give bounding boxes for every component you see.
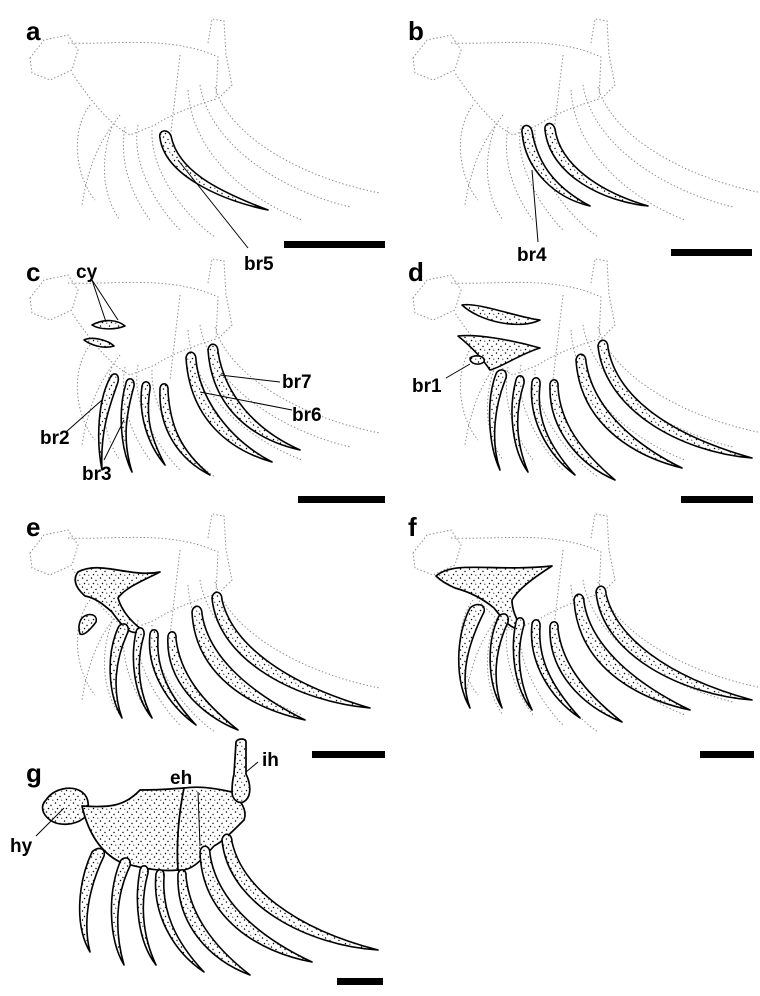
leader-br2 (66, 400, 102, 432)
panel-e: e (26, 512, 385, 758)
label-eh: eh (170, 768, 192, 789)
panel-f: f (408, 512, 760, 758)
label-br5: br5 (244, 254, 274, 275)
panel-letter-c: c (26, 257, 40, 287)
ceratohyal-upper-d (462, 305, 540, 325)
panel-letter-f: f (408, 512, 417, 542)
branchiostegal-ray-3 (121, 379, 134, 472)
scale-bar-a (284, 241, 385, 248)
leader-br1 (446, 364, 470, 378)
branchiostegal-ray-1 (470, 356, 484, 364)
ray-d-3 (512, 376, 528, 472)
label-br3: br3 (82, 464, 112, 485)
panel-letter-d: d (408, 257, 424, 287)
label-br1: br1 (412, 376, 442, 397)
ray-f-2 (490, 614, 508, 708)
leader-br5 (178, 160, 248, 248)
panel-a: a br5 (26, 16, 385, 275)
scale-bar-d (681, 496, 753, 503)
scale-bar-f (700, 751, 754, 758)
panel-letter-a: a (26, 16, 41, 46)
label-br2: br2 (40, 428, 70, 449)
ray-d-2 (490, 370, 507, 470)
scale-bar-g (337, 978, 383, 985)
panel-letter-b: b (408, 16, 424, 46)
panel-d: d br1 (408, 257, 760, 503)
ray-f-3 (513, 618, 532, 710)
branchiostegal-ray-2 (99, 374, 119, 470)
leader-ih (246, 762, 258, 772)
leader-br7 (220, 375, 280, 382)
label-br6: br6 (292, 405, 322, 426)
branchiostegal-ray-5 (160, 131, 268, 210)
panel-b: b br4 (408, 16, 760, 266)
label-br7: br7 (282, 372, 312, 393)
ray-f-1 (459, 605, 485, 708)
scale-bar-b (671, 249, 752, 256)
label-cy: cy (76, 262, 98, 283)
ray-d-6 (576, 354, 682, 468)
panel-g: g eh ih hy (10, 739, 383, 985)
leader-br6 (200, 392, 292, 410)
ray-g-3 (137, 866, 156, 965)
panel-letter-e: e (26, 512, 40, 542)
ray-g-1 (80, 849, 105, 952)
ray-f-7 (596, 586, 752, 700)
scale-bar-c (298, 496, 385, 503)
ray-g-2 (111, 858, 130, 965)
label-hy: hy (10, 836, 33, 857)
ceratohyal-lower (84, 338, 114, 347)
panel-letter-g: g (26, 758, 42, 788)
leader-cy (92, 280, 118, 322)
ceratohyal-lower-d (458, 336, 540, 370)
ray-e-1 (79, 615, 96, 635)
ceratohyal-upper (92, 321, 125, 329)
label-ih: ih (262, 750, 279, 771)
leader-br3 (104, 420, 124, 460)
scale-bar-e (312, 751, 385, 758)
leader-br4 (532, 170, 538, 242)
panel-c: c cy br7 br6 br2 br3 (26, 257, 385, 503)
label-br4: br4 (517, 245, 547, 266)
